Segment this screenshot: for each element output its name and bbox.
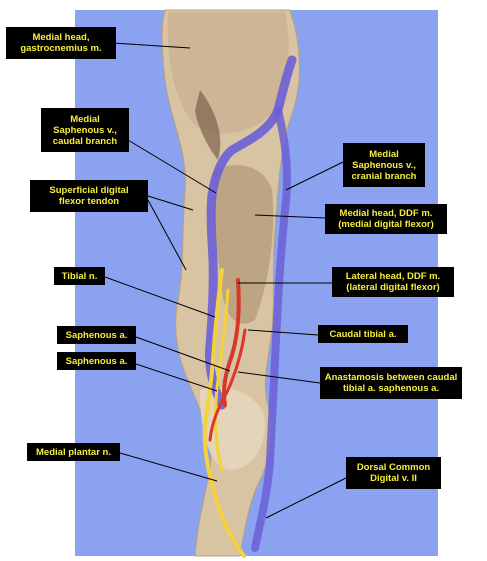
leader-caudal-branch: [127, 139, 217, 194]
label-lateral-head-ddf: Lateral head, DDF m. (lateral digital fl…: [332, 267, 454, 297]
deep-flexor-region: [212, 165, 274, 324]
label-text: Superficial digital flexor tendon: [49, 185, 129, 207]
leader-plantar: [119, 452, 218, 482]
leader-tibial: [104, 276, 216, 318]
label-saphenous-artery-2: Saphenous a.: [57, 352, 136, 370]
label-text: Medial plantar n.: [36, 446, 111, 458]
label-medial-head-ddf: Medial head, DDF m. (medial digital flex…: [325, 204, 447, 234]
leader-cranial-branch: [285, 161, 344, 191]
label-dorsal-common-digital: Dorsal Common Digital v. II: [346, 457, 441, 489]
label-text: Tibial n.: [61, 270, 98, 282]
label-caudal-tibial-artery: Caudal tibial a.: [318, 325, 408, 343]
label-tibial-nerve: Tibial n.: [54, 267, 105, 285]
label-text: Saphenous a.: [65, 329, 128, 341]
label-text: Anastamosis between caudal tibial a. sap…: [324, 372, 458, 394]
label-anastomosis: Anastamosis between caudal tibial a. sap…: [320, 367, 462, 399]
tibial-nerve-line: [202, 268, 246, 558]
leader-dorsal-digital: [265, 477, 347, 519]
leader-gastrocnemius: [112, 42, 191, 49]
plantar-nerve-line: [213, 288, 230, 472]
label-text: Lateral head, DDF m. (lateral digital fl…: [345, 271, 441, 293]
leader-lines: [104, 42, 347, 519]
label-medial-saphenous-cranial: Medial Saphenous v., cranial branch: [343, 143, 425, 187]
leader-saphenous-2: [135, 363, 218, 392]
label-superficial-digital-flexor: Superficial digital flexor tendon: [30, 180, 148, 212]
leader-sdf-1: [147, 195, 194, 211]
label-text: Medial Saphenous v., caudal branch: [52, 113, 118, 147]
label-text: Medial head, DDF m. (medial digital flex…: [338, 208, 434, 230]
leader-medial-ddf: [254, 214, 326, 219]
label-medial-head-gastrocnemius: Medial head, gastrocnemius m.: [6, 27, 116, 59]
label-text: Medial head, gastrocnemius m.: [20, 32, 102, 54]
label-medial-plantar-nerve: Medial plantar n.: [27, 443, 120, 461]
leader-sdf-2: [147, 199, 187, 271]
label-saphenous-artery-1: Saphenous a.: [57, 326, 136, 344]
leader-saphenous-1: [135, 336, 231, 372]
label-medial-saphenous-caudal: Medial Saphenous v., caudal branch: [41, 108, 129, 152]
label-text: Medial Saphenous v., cranial branch: [351, 148, 417, 182]
label-text: Dorsal Common Digital v. II: [356, 462, 431, 484]
caudal-tibial-artery-line: [221, 278, 241, 407]
dark-shadow: [195, 90, 221, 160]
label-text: Caudal tibial a.: [329, 328, 397, 340]
leader-caudal-tibial: [247, 329, 319, 336]
leader-anastomosis: [237, 371, 321, 384]
cranial-branch-vein: [251, 106, 292, 552]
label-text: Saphenous a.: [65, 355, 128, 367]
saphenous-artery-line: [208, 328, 247, 442]
